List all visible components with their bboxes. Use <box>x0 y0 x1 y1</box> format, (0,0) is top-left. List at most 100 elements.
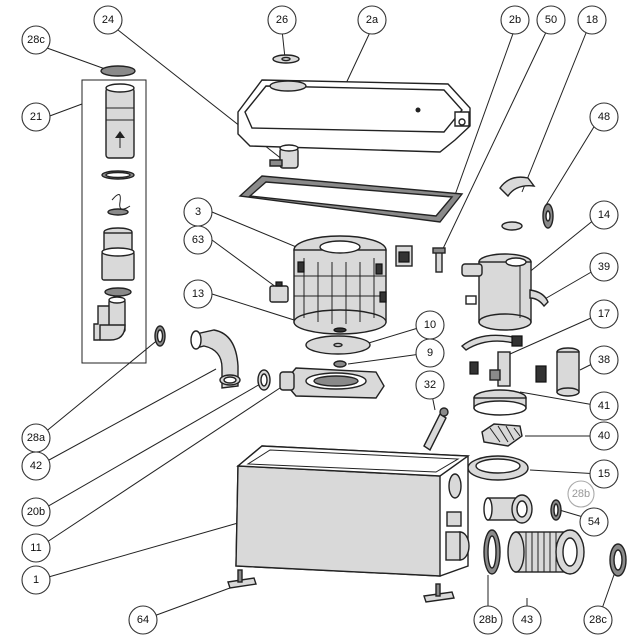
callout-label: 26 <box>276 14 288 26</box>
callout-28c-bottom: 28c <box>583 605 613 635</box>
callout-32: 32 <box>415 370 445 400</box>
clamp-28b-bottom <box>483 529 501 575</box>
callout-label: 28c <box>27 34 45 46</box>
callout-50: 50 <box>536 5 566 35</box>
callout-10: 10 <box>415 310 445 340</box>
callout-40: 40 <box>589 421 619 451</box>
callout-label: 28c <box>589 614 607 626</box>
callout-label: 18 <box>586 14 598 26</box>
callout-label: 39 <box>598 261 610 273</box>
corrugated-hose-43 <box>507 529 585 575</box>
spacer-9 <box>333 360 347 368</box>
callout-21: 21 <box>21 102 51 132</box>
callout-label: 42 <box>30 460 42 472</box>
vent-fitting-24 <box>269 144 299 169</box>
callout-28c-top: 28c <box>21 25 51 55</box>
callout-64: 64 <box>128 605 158 635</box>
callout-label: 41 <box>598 400 610 412</box>
grate-40 <box>481 423 523 447</box>
callout-label: 40 <box>598 430 610 442</box>
elbow-42 <box>190 329 241 389</box>
callout-label: 28b <box>572 488 590 500</box>
callout-label: 28a <box>27 432 46 444</box>
callout-24: 24 <box>93 5 123 35</box>
callout-label: 3 <box>195 206 201 218</box>
callout-label: 64 <box>137 614 149 626</box>
callout-label: 13 <box>192 288 204 300</box>
callout-14: 14 <box>589 200 619 230</box>
pump-housing-14 <box>461 253 532 331</box>
callout-label: 63 <box>192 234 204 246</box>
callout-label: 32 <box>424 379 436 391</box>
clamp-28c-bottom <box>609 543 627 577</box>
callout-15: 15 <box>589 459 619 489</box>
callout-41: 41 <box>589 391 619 421</box>
callout-2b: 2b <box>500 5 530 35</box>
callout-2a: 2a <box>357 5 387 35</box>
part-48 <box>542 203 554 229</box>
terminal-block <box>395 245 413 267</box>
callout-label: 20b <box>27 506 45 518</box>
impeller-disc-10 <box>305 335 371 355</box>
hose-39 <box>529 289 549 308</box>
callout-label: 21 <box>30 111 42 123</box>
callout-9: 9 <box>415 338 445 368</box>
callout-42: 42 <box>21 451 51 481</box>
capacitor-63 <box>269 281 289 303</box>
callout-17: 17 <box>589 299 619 329</box>
callout-label: 24 <box>102 14 114 26</box>
callout-38: 38 <box>589 345 619 375</box>
clamp-28c-top <box>100 65 136 77</box>
ring-15 <box>467 455 529 481</box>
mount-bracket-64 <box>227 569 455 603</box>
callout-18: 18 <box>577 5 607 35</box>
float-switch-41 <box>469 351 527 416</box>
callout-20b: 20b <box>21 497 51 527</box>
filter-38 <box>535 347 580 397</box>
callout-label: 9 <box>427 347 433 359</box>
callout-label: 14 <box>598 209 610 221</box>
callout-11: 11 <box>21 533 51 563</box>
callout-54: 54 <box>579 507 609 537</box>
callout-13: 13 <box>183 279 213 309</box>
gasket-2b <box>238 175 464 223</box>
callout-label: 10 <box>424 319 436 331</box>
base-plate-11 <box>279 367 385 399</box>
seal-26 <box>272 54 300 64</box>
pipe-kit-assembly <box>81 65 147 364</box>
callout-label: 48 <box>598 111 610 123</box>
ring-20b <box>257 369 271 391</box>
callout-48: 48 <box>589 102 619 132</box>
callout-label: 11 <box>30 542 41 554</box>
callout-label: 17 <box>598 308 610 320</box>
pin-50 <box>432 247 446 273</box>
callout-label: 54 <box>588 516 600 528</box>
top-cover-2a <box>237 79 471 153</box>
callout-label: 15 <box>598 468 610 480</box>
callout-label: 2b <box>509 14 521 26</box>
callout-label: 43 <box>521 614 533 626</box>
callout-43: 43 <box>512 605 542 635</box>
clamp-28a <box>154 325 166 347</box>
callout-1: 1 <box>21 565 51 595</box>
callout-label: 50 <box>545 14 557 26</box>
callout-28b-mid: 28b <box>567 480 595 508</box>
callout-label: 2a <box>366 14 379 26</box>
callout-label: 38 <box>598 354 610 366</box>
motor-3 <box>293 235 387 335</box>
bracket-17 <box>460 334 523 351</box>
callout-26: 26 <box>267 5 297 35</box>
lever-32 <box>423 407 449 452</box>
outlet-pipe-54 <box>483 494 562 524</box>
callout-28a: 28a <box>21 423 51 453</box>
cap-18 <box>499 176 536 231</box>
callout-label: 28b <box>479 614 497 626</box>
tank-1 <box>235 445 471 577</box>
callout-label: 1 <box>33 574 39 586</box>
callout-63: 63 <box>183 225 213 255</box>
callout-3: 3 <box>183 197 213 227</box>
callout-39: 39 <box>589 252 619 282</box>
callout-28b-bottom: 28b <box>473 605 503 635</box>
kit-frame <box>81 79 147 364</box>
